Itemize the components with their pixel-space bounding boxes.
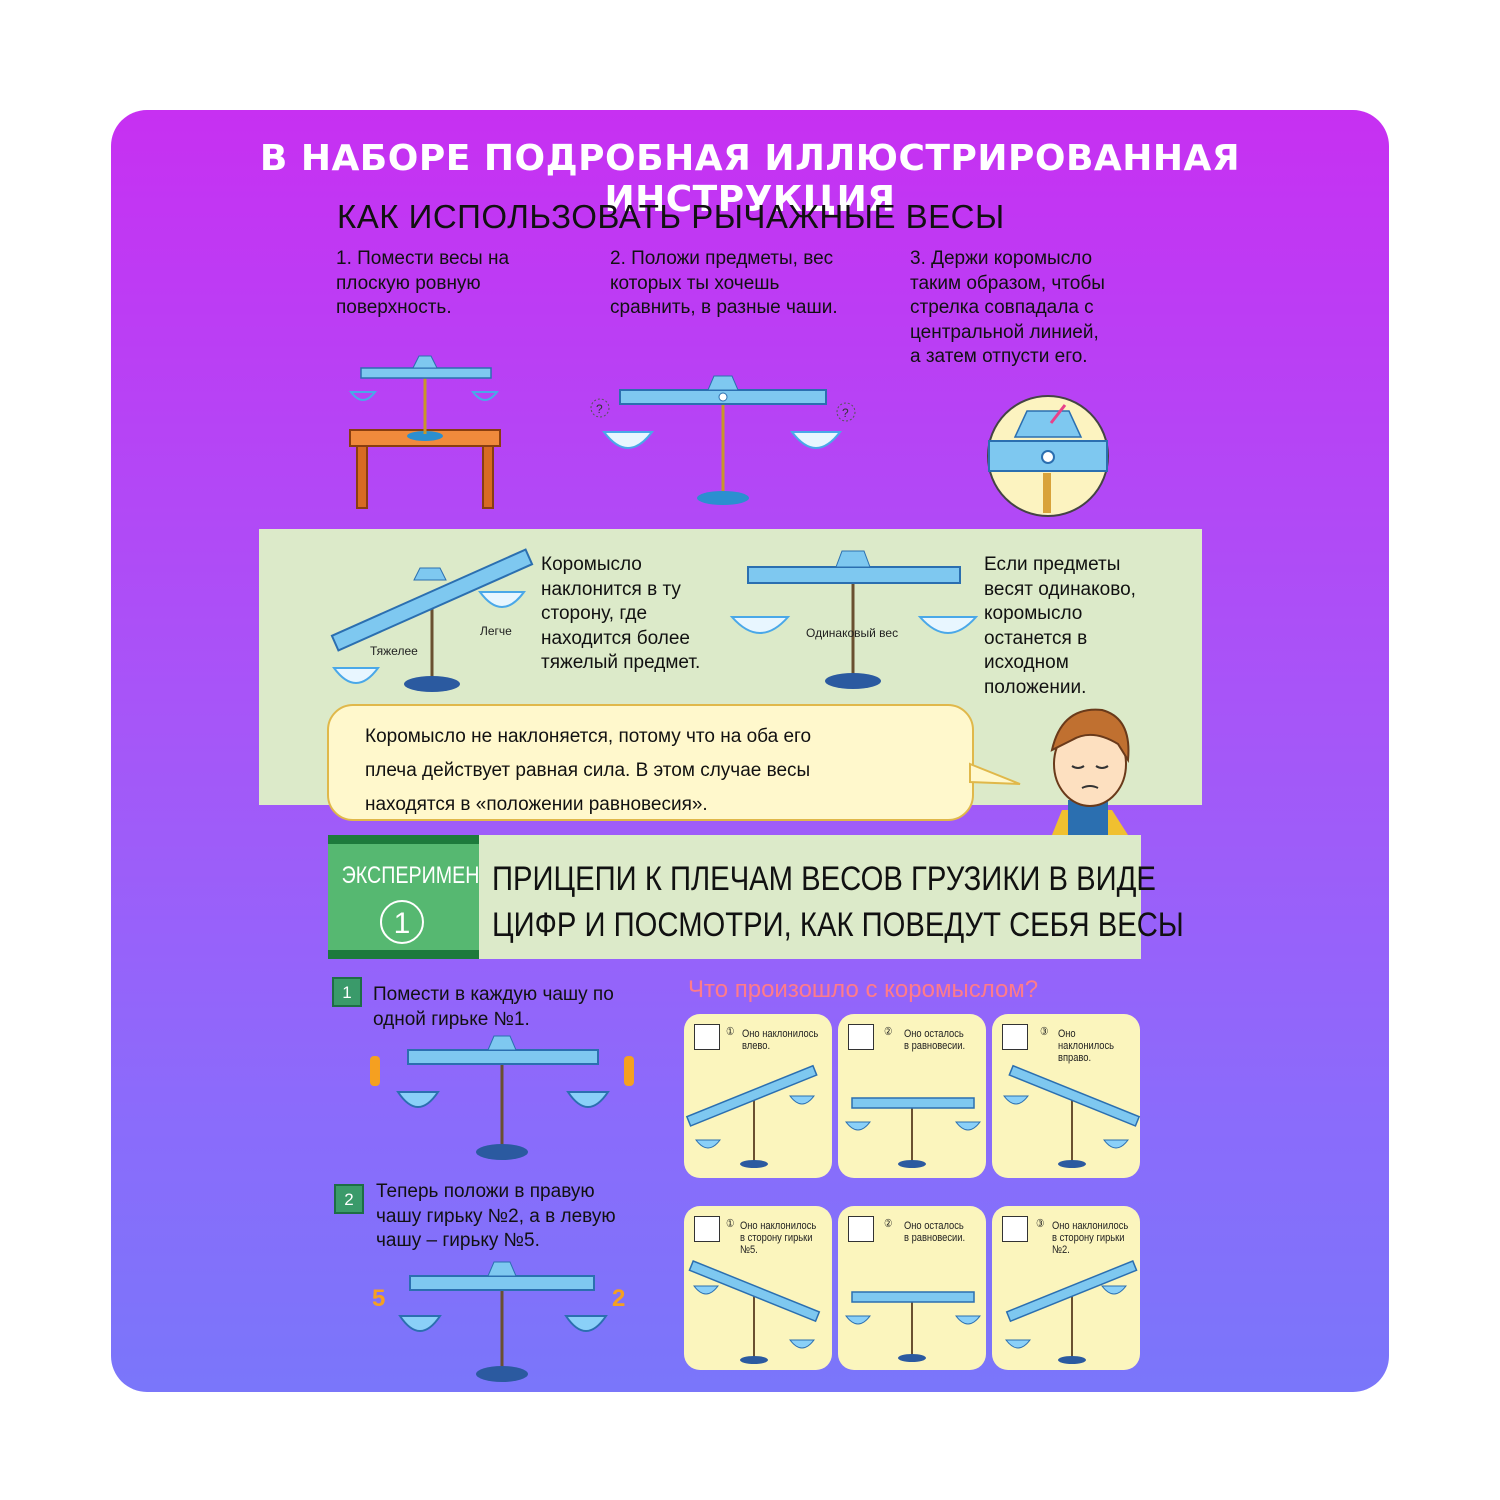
answer-number: ③ (1036, 1218, 1045, 1230)
bubble-tail (969, 762, 1021, 785)
tilt-right-scale-icon (1002, 1064, 1141, 1168)
experiment-title-box (479, 835, 1141, 959)
question-mark-left: ? (596, 402, 603, 416)
answer-text: Оно наклонилось в сторону гирьки №5. (740, 1220, 817, 1256)
level-scale-icon (844, 1097, 982, 1168)
answer-number: ② (884, 1026, 893, 1038)
tilt-to-5-scale-icon (688, 1259, 821, 1364)
question-mark-right: ? (842, 406, 849, 420)
substep-1-scale-illustration (370, 1035, 634, 1160)
answer-checkbox[interactable] (848, 1024, 874, 1050)
weight-2-label: 2 (612, 1285, 626, 1312)
answer-checkbox[interactable] (1002, 1024, 1028, 1050)
substep-2-scale-illustration (398, 1261, 608, 1382)
label-heavier: Тяжелее (370, 644, 418, 658)
experiment-label: ЭКСПЕРИМЕНТ (341, 862, 492, 889)
label-same-weight: Одинаковый вес (806, 626, 899, 640)
tilted-scale-illustration (330, 548, 534, 692)
answer-text: Оно наклонилось вправо. (1058, 1028, 1115, 1064)
answer-checkbox[interactable] (1002, 1216, 1028, 1242)
experiment-title: ПРИЦЕПИ К ПЛЕЧАМ ВЕСОВ ГРУЗИКИ В ВИДЕ ЦИ… (492, 860, 1184, 944)
answer-checkbox[interactable] (848, 1216, 874, 1242)
level-scale-illustration (729, 550, 979, 689)
banner-title: В НАБОРЕ ПОДРОБНАЯ ИЛЛЮСТРИРОВАННАЯ ИНСТ… (259, 138, 1241, 220)
substep-2-number: 2 (334, 1184, 364, 1214)
substep-1-number: 1 (332, 977, 362, 1007)
question-heading: Что произошло с коромыслом? (688, 976, 1039, 1003)
pointer-zoom-illustration (987, 395, 1109, 517)
boy-character-icon (1050, 708, 1130, 835)
equal-explanation: Если предметы весят одинаково, коромысло… (984, 554, 1136, 698)
answer-text: Оно наклонилось в сторону гирьки №2. (1052, 1220, 1129, 1256)
step-2-text: 2. Положи предметы, вес которых ты хочеш… (610, 248, 838, 318)
substep-2-text: Теперь положи в правую чашу гирьку №2, а… (376, 1181, 616, 1251)
level-scale-icon (844, 1291, 982, 1362)
tilt-left-scale-icon (685, 1064, 818, 1168)
answer-number: ① (726, 1026, 735, 1038)
answer-text: Оно наклонилось влево. (742, 1028, 819, 1052)
answer-checkbox[interactable] (694, 1216, 720, 1242)
answer-number: ② (884, 1218, 893, 1230)
tilt-to-2-scale-icon (1004, 1259, 1138, 1364)
experiment-number: 1 (380, 900, 424, 944)
label-lighter: Легче (480, 624, 512, 638)
step-3-text: 3. Держи коромысло таким образом, чтобы … (910, 248, 1105, 367)
substep-1-text: Помести в каждую чашу по одной гирьке №1… (373, 984, 614, 1030)
tilt-explanation: Коромысло наклонится в ту сторону, где н… (541, 554, 701, 673)
weight-5-label: 5 (372, 1285, 386, 1312)
how-to-title: КАК ИСПОЛЬЗОВАТЬ РЫЧАЖНЫЕ ВЕСЫ (337, 198, 1005, 235)
scale-on-table-illustration (348, 355, 501, 509)
answer-text: Оно осталось в равновесии. (904, 1028, 966, 1052)
answer-number: ③ (1040, 1026, 1049, 1038)
answer-text: Оно осталось в равновесии. (904, 1220, 966, 1244)
speech-bubble: Коромысло не наклоняется, потому что на … (327, 704, 974, 821)
scale-compare-illustration: ? ? (590, 375, 856, 505)
answer-number: ① (726, 1218, 735, 1230)
answer-checkbox[interactable] (694, 1024, 720, 1050)
step-1-text: 1. Помести весы на плоскую ровную поверх… (336, 248, 510, 318)
